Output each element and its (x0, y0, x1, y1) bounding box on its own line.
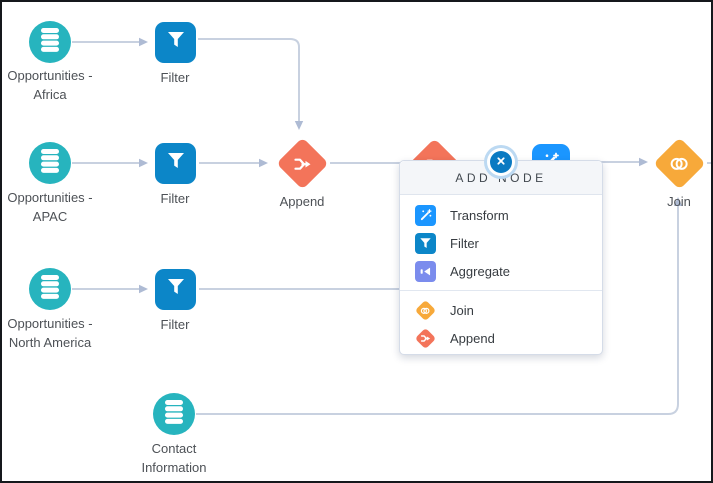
node-filter-africa[interactable] (155, 22, 196, 63)
node-label-join: Join (667, 194, 691, 209)
append-icon (293, 154, 313, 174)
database-icon (38, 148, 62, 179)
filter-icon (415, 232, 436, 254)
node-label-append: Append (279, 194, 325, 209)
node-filter-apac[interactable] (155, 143, 196, 184)
node-opportunities-north-america[interactable] (29, 268, 71, 310)
database-icon (162, 399, 186, 430)
filter-icon (166, 30, 186, 55)
add-node-popup: ADD NODE Transform Filter Aggregate (399, 160, 603, 355)
node-opportunities-apac[interactable] (29, 142, 71, 184)
edge-filter-to-append-curve (198, 38, 304, 130)
close-button[interactable] (490, 151, 512, 173)
filter-icon (166, 277, 186, 302)
filter-icon (166, 151, 186, 176)
transform-icon (415, 204, 436, 226)
menu-divider (400, 290, 602, 291)
node-contact-information[interactable] (153, 393, 195, 435)
menu-item-append[interactable]: Append (400, 324, 602, 352)
append-icon (414, 327, 437, 349)
menu-item-filter[interactable]: Filter (400, 229, 602, 257)
node-append[interactable] (276, 137, 329, 190)
node-label-filter-apac: Filter (160, 191, 190, 206)
join-icon (669, 154, 690, 174)
node-label-opportunities-north-america: Opportunities -North America (7, 316, 93, 350)
aggregate-icon (415, 260, 436, 282)
node-opportunities-africa[interactable] (29, 21, 71, 63)
database-icon (38, 27, 62, 58)
join-icon (414, 299, 437, 321)
node-filter-north-america[interactable] (155, 269, 196, 310)
popup-menu: Transform Filter Aggregate (400, 195, 602, 358)
edge-contact-to-join (196, 197, 683, 415)
node-label-opportunities-apac: Opportunities -APAC (7, 190, 93, 224)
menu-item-aggregate[interactable]: Aggregate (400, 257, 602, 285)
node-label-opportunities-africa: Opportunities -Africa (7, 68, 93, 102)
node-join[interactable] (653, 137, 706, 190)
menu-item-transform[interactable]: Transform (400, 201, 602, 229)
node-label-filter-africa: Filter (160, 70, 190, 85)
menu-item-join[interactable]: Join (400, 296, 602, 324)
close-icon (495, 155, 507, 170)
database-icon (38, 274, 62, 305)
node-label-filter-north-america: Filter (160, 317, 190, 332)
